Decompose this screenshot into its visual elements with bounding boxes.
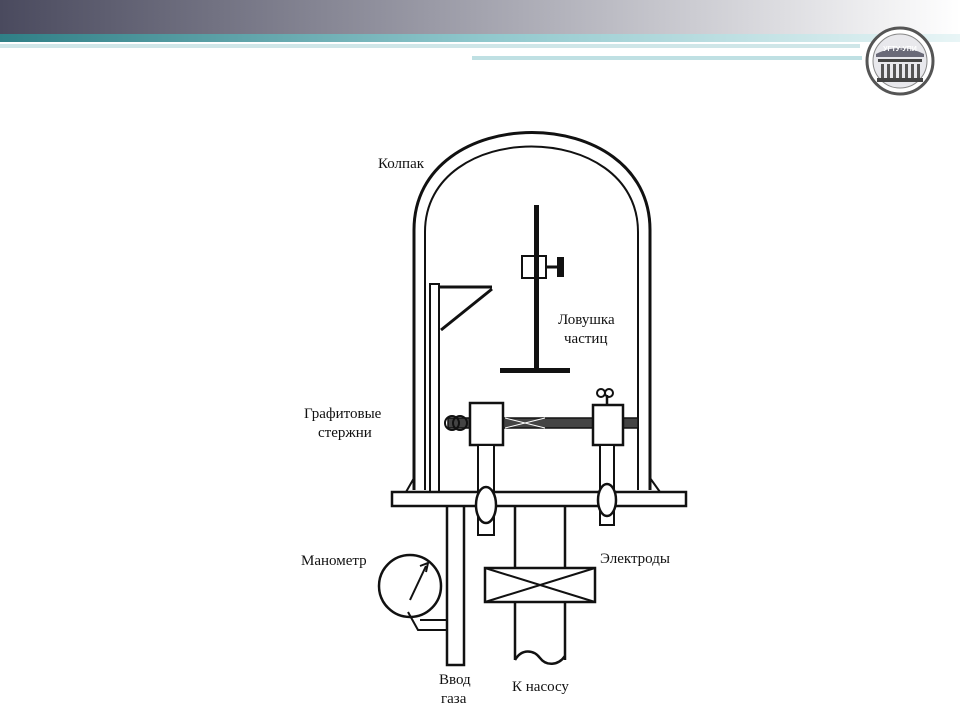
support-stand xyxy=(429,283,493,493)
label-electrodes: Электроды xyxy=(600,551,670,567)
logo-text: УГТУ-УПИ xyxy=(883,46,917,53)
label-gas-line1: Ввод xyxy=(439,672,471,688)
university-logo: УГТУ-УПИ xyxy=(865,26,935,96)
header-decoration xyxy=(0,0,960,60)
label-rods-line2: стержни xyxy=(318,425,372,441)
label-rods-line1: Графитовые xyxy=(304,406,382,422)
manometer-gauge xyxy=(377,553,443,619)
electrode-right xyxy=(591,388,625,526)
label-kolpak: Колпак xyxy=(378,156,425,172)
bell-jar xyxy=(412,131,652,490)
label-trap-line1: Ловушка xyxy=(558,312,615,328)
label-manometer: Манометр xyxy=(301,553,367,569)
graphite-rods xyxy=(444,415,639,431)
electrode-left xyxy=(468,401,505,536)
particle-trap xyxy=(500,205,570,373)
base-plate xyxy=(390,490,688,508)
label-pump: К насосу xyxy=(512,679,569,695)
pump-pipe xyxy=(483,506,597,665)
label-gas-line2: газа xyxy=(441,691,467,707)
label-trap-line2: частиц xyxy=(564,331,608,347)
